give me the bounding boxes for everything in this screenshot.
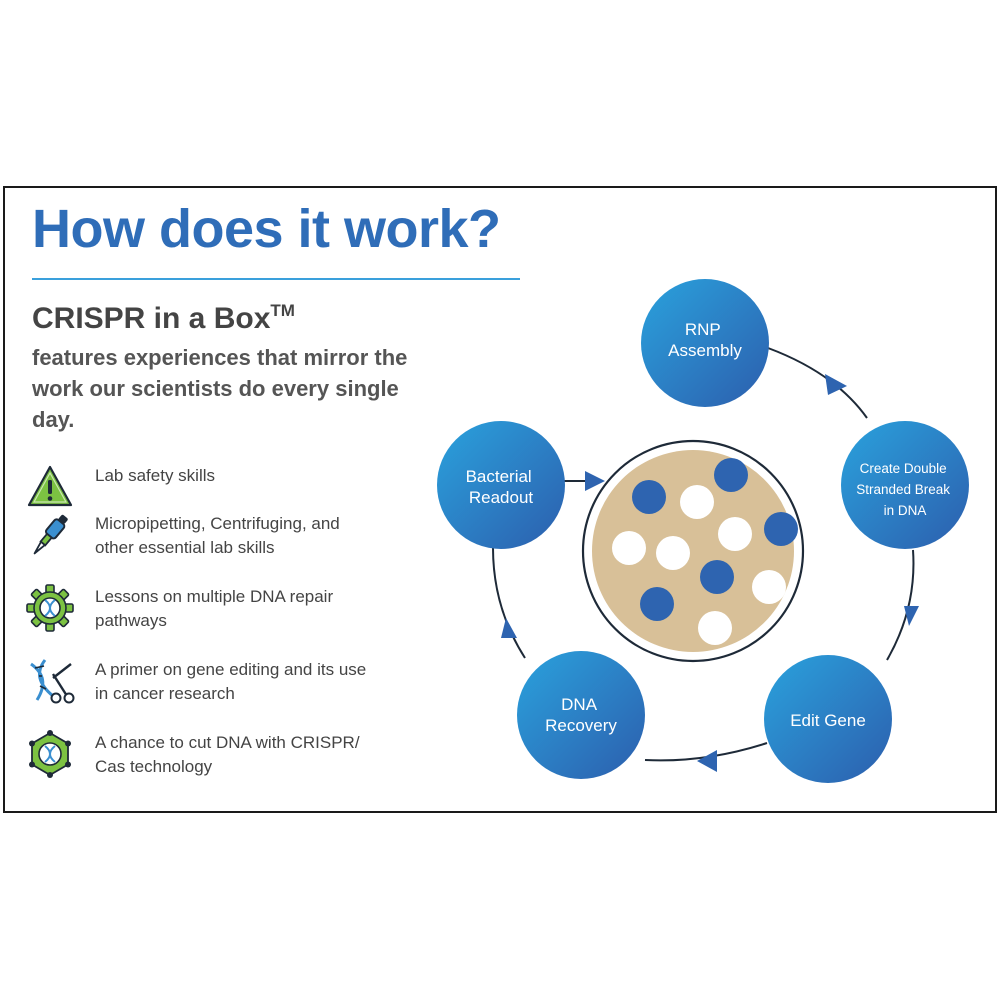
feature-line: other essential lab skills (95, 538, 275, 557)
node-label-line: DNA (561, 695, 598, 714)
colony-blue-group (632, 458, 798, 621)
node-label-line: Stranded Break (856, 482, 950, 497)
feature-line: pathways (95, 611, 167, 630)
cycle-node-bacterial-readout: Bacterial Readout (437, 421, 565, 549)
node-label-line: Assembly (668, 341, 742, 360)
cycle-arrowheads (501, 374, 919, 772)
colony-white (752, 570, 786, 604)
feature-text: Lessons on multiple DNA repair pathways (95, 585, 415, 633)
slide-frame: How does it work? CRISPR in a BoxTM feat… (3, 186, 997, 813)
svg-text:RNP Assembly: RNP Assembly (668, 320, 742, 360)
arrowhead-icon (904, 606, 919, 626)
colony-white (612, 531, 646, 565)
arrowhead-icon (825, 374, 847, 395)
node-label-line: Create Double (860, 461, 947, 476)
colony-white (718, 517, 752, 551)
product-description: features experiences that mirror the wor… (32, 345, 408, 432)
crispr-cycle-diagram: RNP Assembly Create Double Stranded Brea… (437, 279, 969, 783)
node-label-line: Readout (469, 488, 534, 507)
feature-line: A chance to cut DNA with CRISPR/ (95, 733, 360, 752)
node-label-line: RNP (685, 320, 721, 339)
svg-text:DNA Recovery: DNA Recovery (545, 695, 617, 735)
feature-line: in cancer research (95, 684, 235, 703)
colony-white (698, 611, 732, 645)
feature-line: Lessons on multiple DNA repair (95, 587, 334, 606)
feature-line: Cas technology (95, 757, 213, 776)
warning-triangle-icon (27, 465, 73, 507)
feature-text: Lab safety skills (95, 464, 415, 488)
dna-scissors-icon (30, 659, 75, 704)
product-name: CRISPR in a Box (32, 302, 271, 335)
feature-item: Lab safety skills (25, 462, 425, 522)
feature-line: Lab safety skills (95, 466, 215, 485)
colony-blue (700, 560, 734, 594)
colony-blue (632, 480, 666, 514)
svg-text:Edit Gene: Edit Gene (790, 711, 866, 730)
feature-text: Micropipetting, Centrifuging, and other … (95, 512, 415, 560)
arrowhead-icon (697, 750, 717, 772)
feature-item: Lessons on multiple DNA repair pathways (25, 583, 425, 643)
colony-white (680, 485, 714, 519)
cycle-node-dna-recovery: DNA Recovery (517, 651, 645, 779)
node-label-line: Recovery (545, 716, 617, 735)
node-label-line: Edit Gene (790, 711, 866, 730)
feature-item: Micropipetting, Centrifuging, and other … (25, 510, 425, 570)
cycle-node-rnp-assembly: RNP Assembly (641, 279, 769, 407)
node-label-line: in DNA (884, 503, 927, 518)
product-headline: CRISPR in a BoxTM (32, 301, 295, 336)
petri-dish (581, 439, 805, 663)
colony-white (656, 536, 690, 570)
connector-dsb-to-edit (886, 549, 915, 661)
cycle-node-edit-gene: Edit Gene (764, 655, 892, 783)
arrowhead-icon (585, 471, 605, 491)
page-title: How does it work? (32, 199, 501, 259)
node-label-line: Bacterial (466, 467, 532, 486)
micropipette-icon (33, 514, 68, 555)
colony-blue (714, 458, 748, 492)
cycle-node-double-strand-break: Create Double Stranded Break in DNA (841, 421, 969, 549)
feature-line: A primer on gene editing and its use (95, 660, 367, 679)
feature-item: A primer on gene editing and its use in … (25, 656, 425, 716)
feature-text: A chance to cut DNA with CRISPR/ Cas tec… (95, 731, 415, 779)
svg-text:Bacterial Readout: Bacterial Readout (466, 467, 537, 507)
feature-text: A primer on gene editing and its use in … (95, 658, 415, 706)
dna-gear-icon (26, 584, 74, 632)
connector-rnp-to-dsb (767, 347, 868, 419)
title-divider (32, 278, 520, 280)
trademark-mark: TM (270, 301, 295, 320)
feature-line: Micropipetting, Centrifuging, and (95, 514, 340, 533)
colony-white-group (612, 485, 786, 645)
dna-hexagon-icon (29, 730, 71, 778)
feature-item: A chance to cut DNA with CRISPR/ Cas tec… (25, 729, 425, 789)
colony-blue (764, 512, 798, 546)
arrowhead-icon (501, 618, 517, 638)
svg-text:Create Double Stranded: Create Double Stranded Break in DNA (856, 461, 954, 518)
colony-blue (640, 587, 674, 621)
connector-recovery-to-readout (492, 547, 526, 659)
